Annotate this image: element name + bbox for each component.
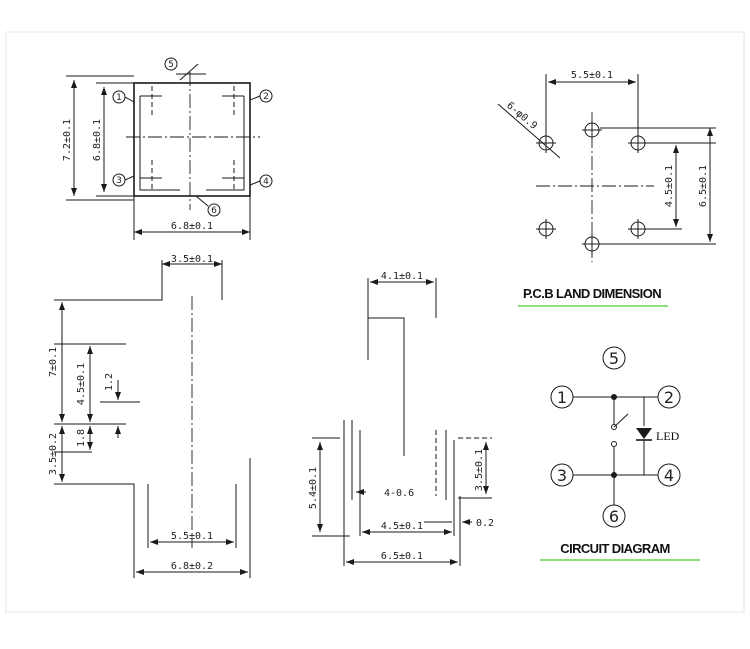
pcb-holes [536, 120, 648, 254]
front-dim-total-height: 7±0.1 [48, 347, 59, 377]
pcb-dim-inner-height: 4.5±0.1 [664, 165, 675, 207]
dim-height-outer: 7.2±0.1 [62, 119, 73, 161]
top-pin-3: 3 [116, 176, 122, 186]
circuit-pin-3: 3 [557, 466, 567, 485]
side-dim-lead-height: 3.5±0.1 [474, 449, 485, 491]
front-dim-step: 1.8 [76, 429, 87, 447]
circuit-pin-1: 1 [557, 388, 567, 407]
front-dim-pitch: 5.5±0.1 [171, 531, 213, 542]
side-dim-stem: 4.1±0.1 [381, 271, 423, 282]
pcb-land-title: P.C.B LAND DIMENSION [523, 286, 661, 301]
side-dim-inner-width: 4.5±0.1 [381, 521, 423, 532]
pcb-dim-width: 5.5±0.1 [571, 70, 613, 81]
circuit-pin-2: 2 [664, 388, 674, 407]
top-pin-4: 4 [263, 177, 269, 187]
side-dim-lead-note: 4-0.6 [384, 488, 414, 499]
circuit-diagram: 5 1 2 3 4 6 LED CIRCUIT DIAGRAM [540, 346, 700, 561]
side-dim-total-width: 6.5±0.1 [381, 551, 423, 562]
front-dim-small: 1.2 [104, 373, 115, 391]
side-dim-thickness: 0.2 [476, 518, 494, 529]
circuit-pin-6: 6 [609, 507, 619, 526]
circuit-title: CIRCUIT DIAGRAM [560, 541, 669, 556]
top-pin-5: 5 [168, 60, 174, 70]
side-dim-height: 5.4±0.1 [308, 467, 319, 509]
panel-border [5, 31, 745, 613]
dim-width: 6.8±0.1 [171, 221, 213, 232]
top-pin-6: 6 [211, 206, 217, 216]
top-view: 7.2±0.1 6.8±0.1 6.8±0.1 1 2 3 4 5 6 [62, 57, 273, 240]
side-view: 4.1±0.1 5.4±0.1 3.5±0.1 4-0.6 4.5±0.1 0.… [308, 271, 494, 566]
front-dim-base: 3.5±0.2 [48, 433, 59, 475]
pcb-dim-outer-height: 6.5±0.1 [698, 165, 709, 207]
front-view: 3.5±0.1 7±0.1 4.5±0.1 1.2 1.8 3.5±0.2 5.… [48, 254, 251, 578]
circuit-pin-4: 4 [664, 466, 674, 485]
led-label: LED [656, 429, 680, 443]
front-dim-stem: 3.5±0.1 [171, 254, 213, 265]
dim-height-inner: 6.8±0.1 [92, 119, 103, 161]
front-dim-mid-height: 4.5±0.1 [76, 363, 87, 405]
top-pin-1: 1 [116, 93, 122, 103]
top-pin-2: 2 [263, 92, 269, 102]
circuit-pin-5: 5 [609, 349, 619, 368]
led-diode-symbol [636, 428, 652, 439]
front-dim-body: 6.8±0.2 [171, 561, 213, 572]
